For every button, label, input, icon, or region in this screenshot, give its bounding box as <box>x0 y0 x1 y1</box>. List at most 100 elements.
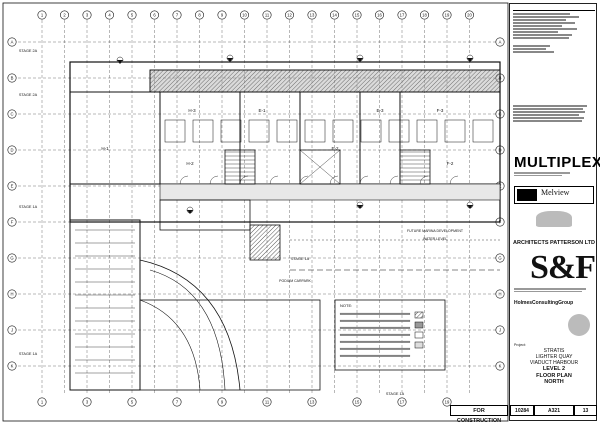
grid-bubble <box>7 37 17 47</box>
section-arrow-icon <box>467 58 473 62</box>
plan-line <box>299 149 341 185</box>
grid-bubble <box>262 10 272 20</box>
stair-hatch <box>249 224 281 261</box>
grid-bubble-label: K <box>11 364 14 369</box>
architect-logo: S&F <box>530 249 596 286</box>
grid-bubble <box>7 289 17 299</box>
grid-bubble-label: A <box>11 40 14 45</box>
grid-bubble-label: 19 <box>445 400 450 405</box>
grid-bubble <box>419 10 429 20</box>
apartment-unit <box>359 91 401 185</box>
label-unit-e2: E-2 <box>331 146 339 151</box>
status-box: FOR CONSTRUCTION <box>450 405 508 424</box>
grid-bubble-label: 6 <box>153 13 156 18</box>
room <box>304 119 326 143</box>
grid-bubble <box>105 10 115 20</box>
room <box>388 119 410 143</box>
grid-bubble <box>217 397 227 407</box>
grid-bubble-label: 2 <box>63 13 66 18</box>
grid-bubble <box>127 397 137 407</box>
door-swing-icon <box>449 175 459 185</box>
label-stage-1a: STAGE 1A <box>291 257 310 261</box>
grid-bubble <box>82 397 92 407</box>
grid-bubble-label: A <box>499 40 502 45</box>
label-unit-h3: H-3 <box>188 108 196 113</box>
grid-bubble-label: C <box>10 112 13 117</box>
grid-bubble <box>217 10 227 20</box>
grid-bubble-label: 7 <box>176 13 179 18</box>
grid-bubble <box>442 10 452 20</box>
job-number: 10284 <box>510 405 534 416</box>
legend-swatch <box>414 331 424 339</box>
room <box>416 119 438 143</box>
grid-bubble-label: 15 <box>355 13 360 18</box>
grid-bubble-label: B <box>11 76 14 81</box>
grid-bubble <box>37 10 47 20</box>
notes-text-line <box>339 333 411 336</box>
west-unit <box>69 91 161 185</box>
section-arrow-icon <box>227 58 233 62</box>
grid-bubble <box>150 10 160 20</box>
grid-bubble <box>262 397 272 407</box>
grid-bubble <box>82 10 92 20</box>
grid-bubble-label: 1 <box>41 400 44 405</box>
grid-bubble-label: 13 <box>310 400 315 405</box>
legend-swatch <box>414 321 424 329</box>
grid-bubble <box>495 289 505 299</box>
apartment-unit <box>69 91 161 185</box>
grid-bubble-label: J <box>499 328 501 333</box>
grid-bubble <box>172 397 182 407</box>
grid-bubble <box>464 10 474 20</box>
grid-bubble-label: 20 <box>467 13 472 18</box>
grid-bubble-label: 9 <box>221 13 224 18</box>
melview-mark-icon <box>517 189 537 201</box>
balcony-fill <box>149 69 501 93</box>
grid-bubble <box>7 73 17 83</box>
grid-bubble <box>397 397 407 407</box>
corridor <box>159 183 501 201</box>
grid-bubble-label: 9 <box>221 400 224 405</box>
grid-bubble-label: G <box>10 256 13 261</box>
room <box>248 119 270 143</box>
grid-bubble-label: 7 <box>176 400 179 405</box>
grid-bubble-label: 13 <box>310 13 315 18</box>
ramp-curve <box>139 299 201 391</box>
grid-bubble <box>307 397 317 407</box>
room <box>444 119 466 143</box>
grid-bubble-label: J <box>11 328 13 333</box>
architect-name: ARCHITECTS PATTERSON LTD <box>513 240 595 246</box>
section-arrow-icon <box>357 205 363 209</box>
label-stage-2a: STAGE 2A <box>19 49 38 53</box>
grid-bubble-label: D <box>10 148 13 153</box>
door-swing-icon <box>419 175 429 185</box>
grid-bubble-label: F <box>11 220 14 225</box>
podium-column <box>69 219 141 391</box>
notes-heading: NOTE: <box>340 303 352 308</box>
grid-bubble <box>352 397 362 407</box>
grid-bubble <box>172 10 182 20</box>
grid-bubble <box>397 10 407 20</box>
label-unit-f3: F-3 <box>437 108 444 113</box>
room <box>220 119 242 143</box>
grid-bubble <box>195 10 205 20</box>
door-swing-icon <box>359 175 369 185</box>
grid-bubble <box>37 397 47 407</box>
door-swing-icon <box>299 175 309 185</box>
label-stage-1a: STAGE 1A <box>386 392 405 396</box>
multiplex-logo: MULTIPLEX <box>514 154 600 171</box>
grid-bubble-label: 11 <box>265 400 270 405</box>
grid-bubble-label: K <box>499 364 502 369</box>
grid-bubble <box>7 181 17 191</box>
approval-stamp <box>568 314 590 336</box>
grid-bubble-label: 4 <box>108 13 111 18</box>
notes-text-line <box>339 312 411 315</box>
label-unit-e3: E-3 <box>376 108 384 113</box>
grid-bubble-label: E <box>11 184 14 189</box>
door-swing-icon <box>179 175 189 185</box>
grid-bubble <box>7 325 17 335</box>
door-swing-icon <box>269 175 279 185</box>
grid-bubble-label: 12 <box>287 13 292 18</box>
grid-bubble-label: 15 <box>355 400 360 405</box>
grid-bubble <box>7 145 17 155</box>
